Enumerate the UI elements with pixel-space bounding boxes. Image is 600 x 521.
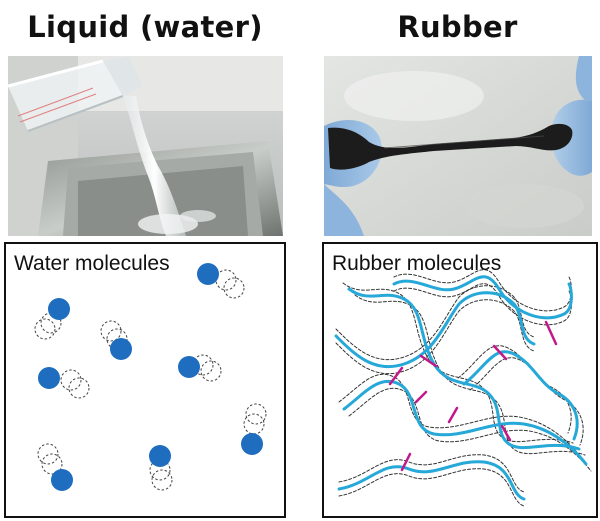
- rubber-heading: Rubber: [397, 10, 518, 44]
- rubber-chain: [334, 291, 536, 369]
- water-molecule: [38, 367, 90, 399]
- rubber-molecules-label: Rubber molecules: [332, 252, 502, 275]
- crosslink: [400, 452, 412, 472]
- rubber-chain: [347, 287, 581, 451]
- water-molecule: [34, 298, 70, 340]
- water-molecule: [149, 445, 173, 491]
- crosslink: [447, 406, 459, 424]
- rubber-stretch-photo: [324, 56, 592, 236]
- water-molecule: [37, 443, 73, 491]
- rubber-chain: [392, 275, 573, 320]
- crosslink: [388, 366, 404, 386]
- liquid-water-heading: Liquid (water): [27, 10, 263, 44]
- water-pouring-photo: [8, 56, 283, 236]
- crosslink: [500, 424, 512, 442]
- water-molecules-panel: Water molecules: [4, 242, 286, 518]
- crosslink: [414, 390, 428, 404]
- water-molecule: [178, 354, 222, 382]
- water-molecule: [100, 320, 132, 360]
- rubber-chain: [462, 350, 579, 441]
- rubber-chain: [342, 379, 588, 466]
- water-molecule: [241, 403, 267, 455]
- rubber-chain: [337, 460, 526, 501]
- water-molecule: [197, 263, 245, 299]
- water-molecules-label: Water molecules: [14, 252, 170, 275]
- crosslink: [492, 344, 508, 361]
- crosslink: [544, 320, 558, 346]
- crosslink: [419, 354, 438, 368]
- rubber-molecules-panel: Rubber molecules: [322, 242, 598, 518]
